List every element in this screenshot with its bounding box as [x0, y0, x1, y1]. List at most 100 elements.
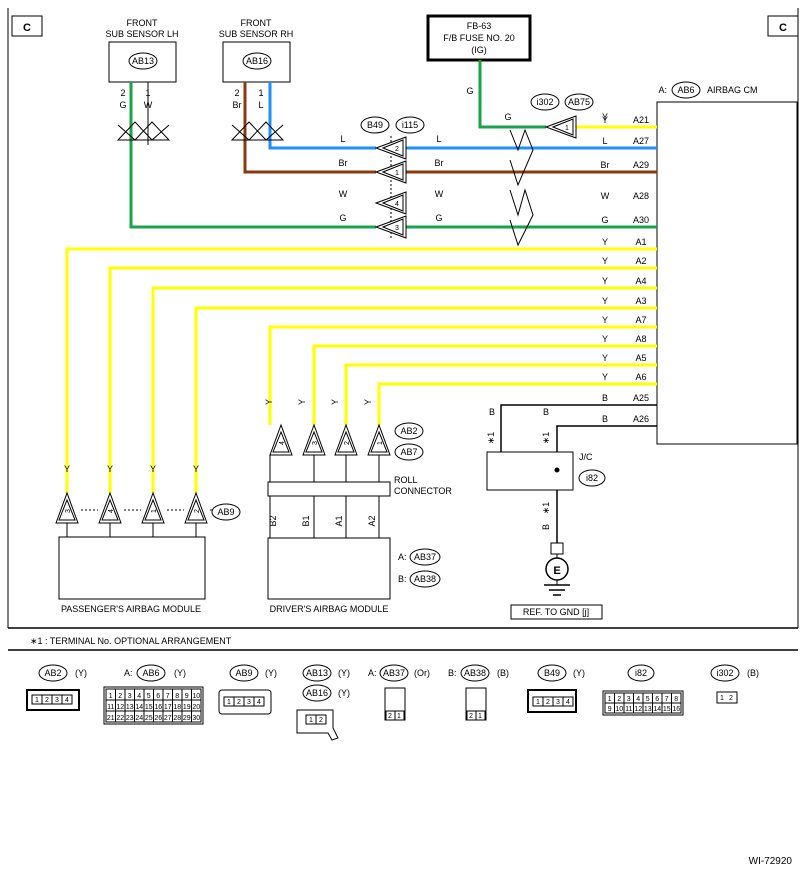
cm-terminal-pin: A29 [633, 160, 649, 170]
svg-text:3: 3 [312, 441, 319, 445]
ab6-pin: 30 [192, 715, 200, 722]
sensor-lh-pin2: 2 [120, 88, 125, 98]
connector-ab9: Y Y Y Y 3 4 1 2 AB9 [55, 464, 241, 524]
cm-terminal-color: Y [602, 115, 608, 125]
ab2-wire-color-3: Y [330, 399, 340, 405]
ab6-pin: 3 [128, 693, 132, 700]
ab6-pin: 28 [173, 715, 181, 722]
cm-terminal-color: Br [601, 160, 610, 170]
svg-text:A:: A: [124, 668, 133, 678]
ab6-pin: 27 [164, 715, 172, 722]
ab6-pin: 9 [185, 693, 189, 700]
ab6-pin: 2 [118, 693, 122, 700]
svg-text:2: 2 [237, 699, 241, 706]
cm-terminal-pin: A6 [635, 372, 646, 382]
svg-text:W: W [339, 189, 348, 199]
cm-terminal-pin: A7 [635, 315, 646, 325]
svg-text:(B): (B) [747, 668, 759, 678]
ab2-pin-2: 2 [334, 423, 358, 456]
cm-terminal-color: Y [602, 353, 608, 363]
i82-pin: 7 [665, 696, 669, 703]
airbag-control-module: A: AB6 AIRBAG CM [656, 81, 798, 445]
legend-i302: i302 (B) 1 2 [710, 664, 759, 704]
i82-pin: 2 [617, 696, 621, 703]
fuse-wire-label: G [466, 86, 473, 96]
ab9-wire-color-3: Y [150, 464, 156, 474]
ab6-pin: 5 [147, 693, 151, 700]
ab6-pin: 8 [175, 693, 179, 700]
svg-text:Br: Br [435, 158, 444, 168]
svg-text:3: 3 [247, 699, 251, 706]
driver-b-prefix: B: [398, 574, 407, 584]
jc-name: J/C [579, 452, 593, 462]
front-sub-sensor-rh: FRONT SUB SENSOR RH AB16 2 Br 1 L [219, 18, 294, 110]
sensor-rh-pin2: 2 [234, 88, 239, 98]
b49-pin-4: 4 [374, 191, 407, 215]
ab2-wire-color-2: Y [297, 399, 307, 405]
wire-yellow-a1 [65, 247, 657, 493]
svg-text:G: G [435, 213, 442, 223]
svg-text:AB2: AB2 [44, 668, 61, 678]
ab6-pin: 11 [107, 704, 114, 711]
i82-pin: 16 [672, 706, 680, 713]
cm-terminal-pin: A27 [633, 136, 649, 146]
svg-text:i82: i82 [635, 668, 647, 678]
legend-ab38: B: AB38 (B) 2 1 [448, 664, 509, 721]
ab9-pin-3: 3 [55, 491, 79, 524]
corner-marker-left: C [11, 15, 43, 37]
svg-text:3: 3 [556, 699, 560, 706]
wire-blue-left [268, 82, 376, 150]
svg-text:AB6: AB6 [142, 668, 159, 678]
note-text: ∗1 : TERMINAL No. OPTIONAL ARRANGEMENT [30, 636, 232, 646]
corner-marker-right: C [767, 15, 799, 37]
svg-text:1: 1 [397, 713, 401, 720]
svg-text:4: 4 [395, 201, 399, 208]
sensor-rh-pin1: 1 [258, 88, 263, 98]
sensor-lh-id: AB13 [132, 56, 154, 66]
jc-star-right: ∗1 [541, 432, 551, 445]
driver-a-prefix: A: [398, 552, 407, 562]
jc-bottom-star: ∗1 [541, 502, 551, 515]
i302-right-color: Y [602, 112, 608, 122]
sensor-lh-pin2-color: G [119, 100, 126, 110]
i82-pin: 4 [636, 696, 640, 703]
ab6-pin: 17 [164, 704, 172, 711]
cm-terminal-color: B [602, 393, 608, 403]
connector-b49: B49 i115 2 1 4 3 [360, 116, 425, 239]
ab6-pin: 21 [107, 715, 115, 722]
roll-connector: ROLL CONNECTOR [267, 475, 452, 497]
wires: G [65, 60, 657, 543]
cm-terminal-color: L [602, 136, 607, 146]
svg-text:2: 2 [729, 695, 733, 702]
svg-text:4: 4 [257, 699, 261, 706]
ab6-pin: 12 [116, 704, 124, 711]
ab2-pin-4: 4 [269, 423, 293, 456]
svg-text:4: 4 [566, 699, 570, 706]
fuse-line2: F/B FUSE NO. 20 [443, 33, 515, 43]
svg-text:2: 2 [388, 713, 392, 720]
svg-text:1: 1 [151, 509, 158, 513]
svg-text:A1: A1 [334, 515, 344, 526]
svg-text:AB37: AB37 [383, 668, 405, 678]
legend-ab13-ab16: AB13 (Y) AB16 (Y) 1 2 [296, 664, 350, 741]
sensor-lh-title2: SUB SENSOR LH [105, 29, 178, 39]
sensor-lh-title1: FRONT [127, 18, 158, 28]
legend-b49: B49 (Y) 1 2 3 4 [527, 664, 585, 713]
jc-wire-left: B [489, 407, 495, 417]
i82-pin: 8 [674, 696, 678, 703]
svg-text:1: 1 [536, 699, 540, 706]
wire-green-left [129, 82, 376, 229]
ab6-pin: 10 [192, 693, 200, 700]
cm-terminal-pin: A8 [635, 334, 646, 344]
cm-terminal-pin: A26 [633, 414, 649, 424]
ab2-pin-3: 3 [302, 423, 326, 456]
svg-text:4: 4 [279, 441, 286, 445]
svg-text:AB13: AB13 [306, 668, 328, 678]
ab6-pin: 20 [192, 704, 200, 711]
fuse-line1: FB-63 [467, 21, 492, 31]
cm-terminal-color: Y [602, 334, 608, 344]
svg-text:L: L [436, 134, 441, 144]
i82-cell [671, 702, 682, 714]
